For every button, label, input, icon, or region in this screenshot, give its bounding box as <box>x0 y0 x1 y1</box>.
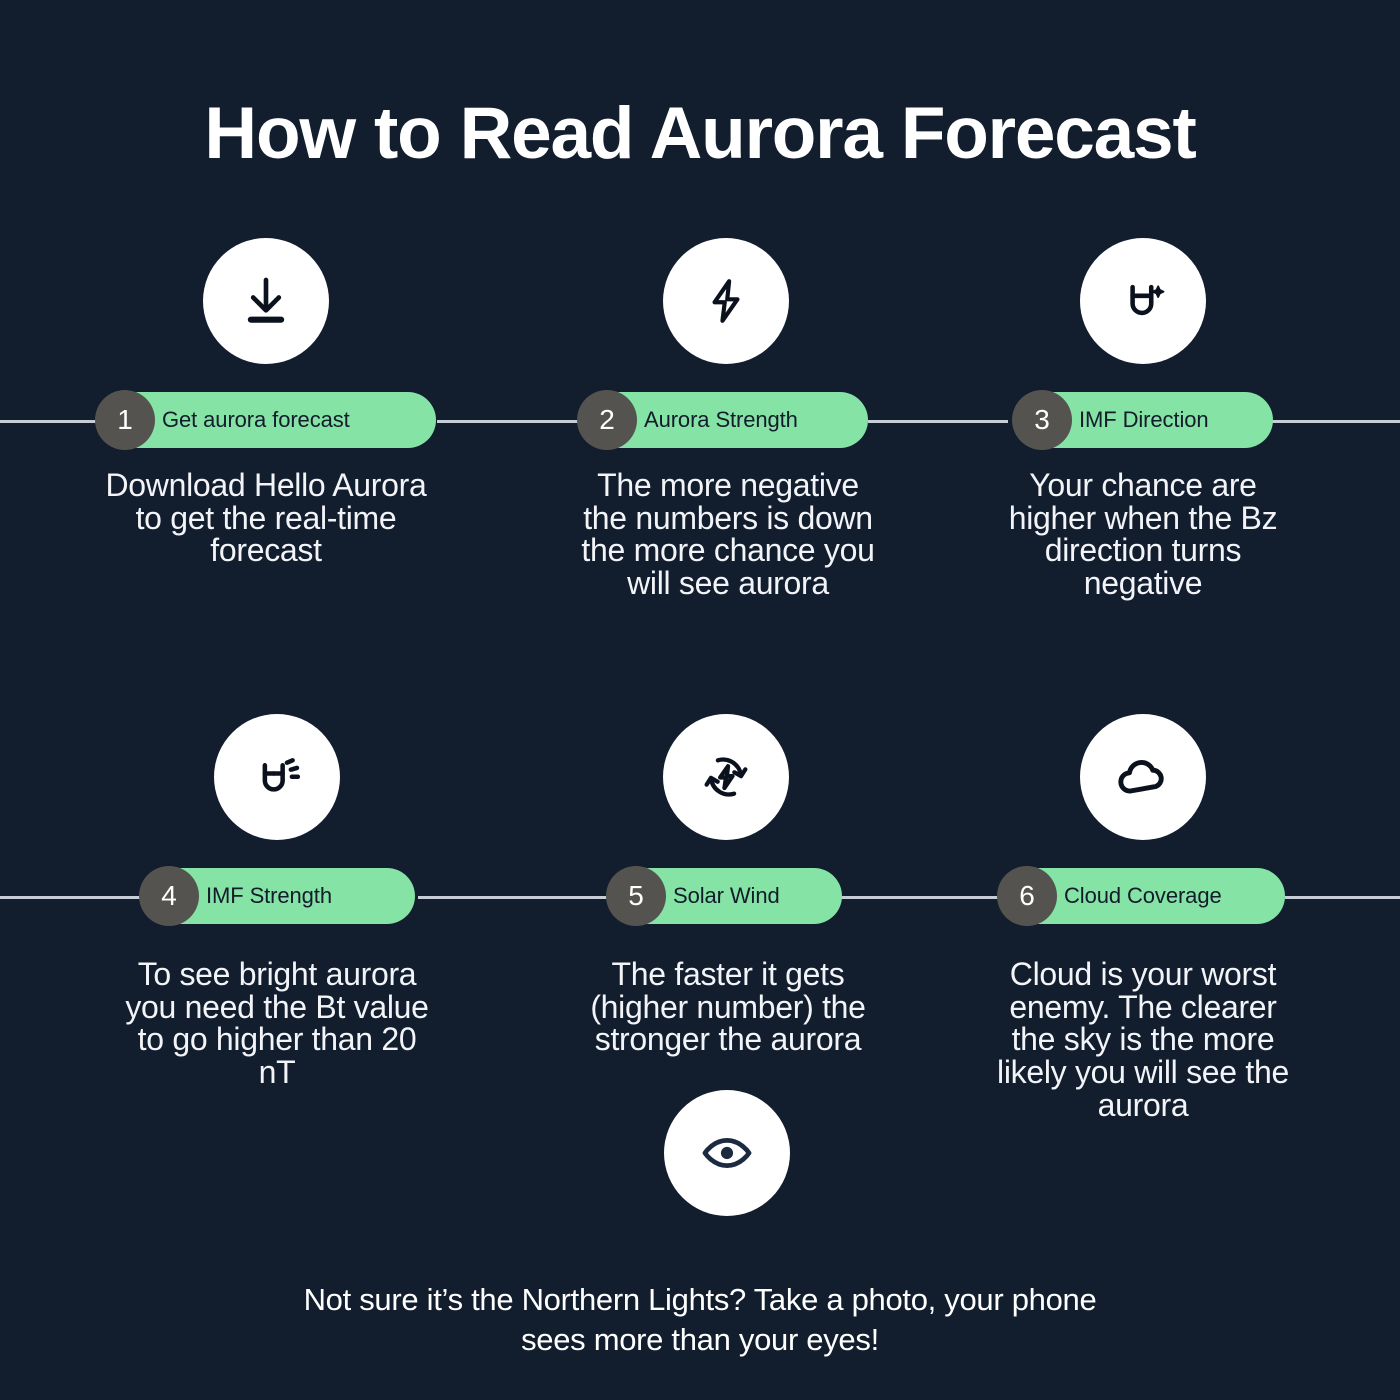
step-4-number: 4 <box>139 866 199 926</box>
step-4-label: IMF Strength <box>206 883 332 908</box>
step-2-body: The more negative the numbers is down th… <box>581 467 875 601</box>
step-3-icon-bubble <box>1080 238 1206 364</box>
step-1-label: Get aurora forecast <box>162 407 350 432</box>
connector-rail <box>437 420 587 423</box>
step-5-pill[interactable]: 5 Solar Wind <box>606 866 842 926</box>
step-2-number: 2 <box>577 390 637 450</box>
magnet-sparkle-icon <box>1117 275 1169 327</box>
step-6-label: Cloud Coverage <box>1064 883 1222 908</box>
step-6-pill[interactable]: 6 Cloud Coverage <box>997 866 1285 926</box>
footer-note: Not sure it’s the Northern Lights? Take … <box>303 1282 1097 1357</box>
connector-rail <box>868 420 1008 423</box>
step-6-body: Cloud is your worst enemy. The clearer t… <box>997 956 1289 1123</box>
step-5-label: Solar Wind <box>673 883 780 908</box>
download-icon <box>238 273 294 329</box>
step-4-pill[interactable]: 4 IMF Strength <box>139 866 415 926</box>
connector-rail <box>840 896 1005 899</box>
refresh-bolt-icon <box>699 750 753 804</box>
step-2-icon-bubble <box>663 238 789 364</box>
step-4-body: To see bright aurora you need the Bt val… <box>125 956 429 1090</box>
step-3-body: Your chance are higher when the Bz direc… <box>1008 467 1278 601</box>
step-5-body: The faster it gets (higher number) the s… <box>590 956 866 1058</box>
connector-rail <box>418 896 613 899</box>
step-2-label: Aurora Strength <box>644 407 798 432</box>
step-3-number: 3 <box>1012 390 1072 450</box>
step-3-pill[interactable]: 3 IMF Direction <box>1012 390 1273 450</box>
step-3-label: IMF Direction <box>1079 407 1209 432</box>
step-5-number: 5 <box>606 866 666 926</box>
connector-rail <box>0 420 112 423</box>
step-1-number: 1 <box>95 390 155 450</box>
step-4-icon-bubble <box>214 714 340 840</box>
step-6-icon-bubble <box>1080 714 1206 840</box>
step-1-body: Download Hello Aurora to get the real-ti… <box>105 467 427 569</box>
step-1-icon-bubble <box>203 238 329 364</box>
step-2-pill[interactable]: 2 Aurora Strength <box>577 390 868 450</box>
step-6-number: 6 <box>997 866 1057 926</box>
lightning-bolt-icon <box>701 276 751 326</box>
magnet-motion-icon <box>251 751 303 803</box>
connector-rail <box>1285 896 1400 899</box>
step-1-pill[interactable]: 1 Get aurora forecast <box>95 390 436 450</box>
step-5-icon-bubble <box>663 714 789 840</box>
connector-rail <box>0 896 152 899</box>
eye-icon <box>700 1126 754 1180</box>
eye-icon-bubble <box>664 1090 790 1216</box>
cloud-icon <box>1115 749 1171 805</box>
page-title: How to Read Aurora Forecast <box>204 93 1196 174</box>
connector-rail <box>1272 420 1400 423</box>
